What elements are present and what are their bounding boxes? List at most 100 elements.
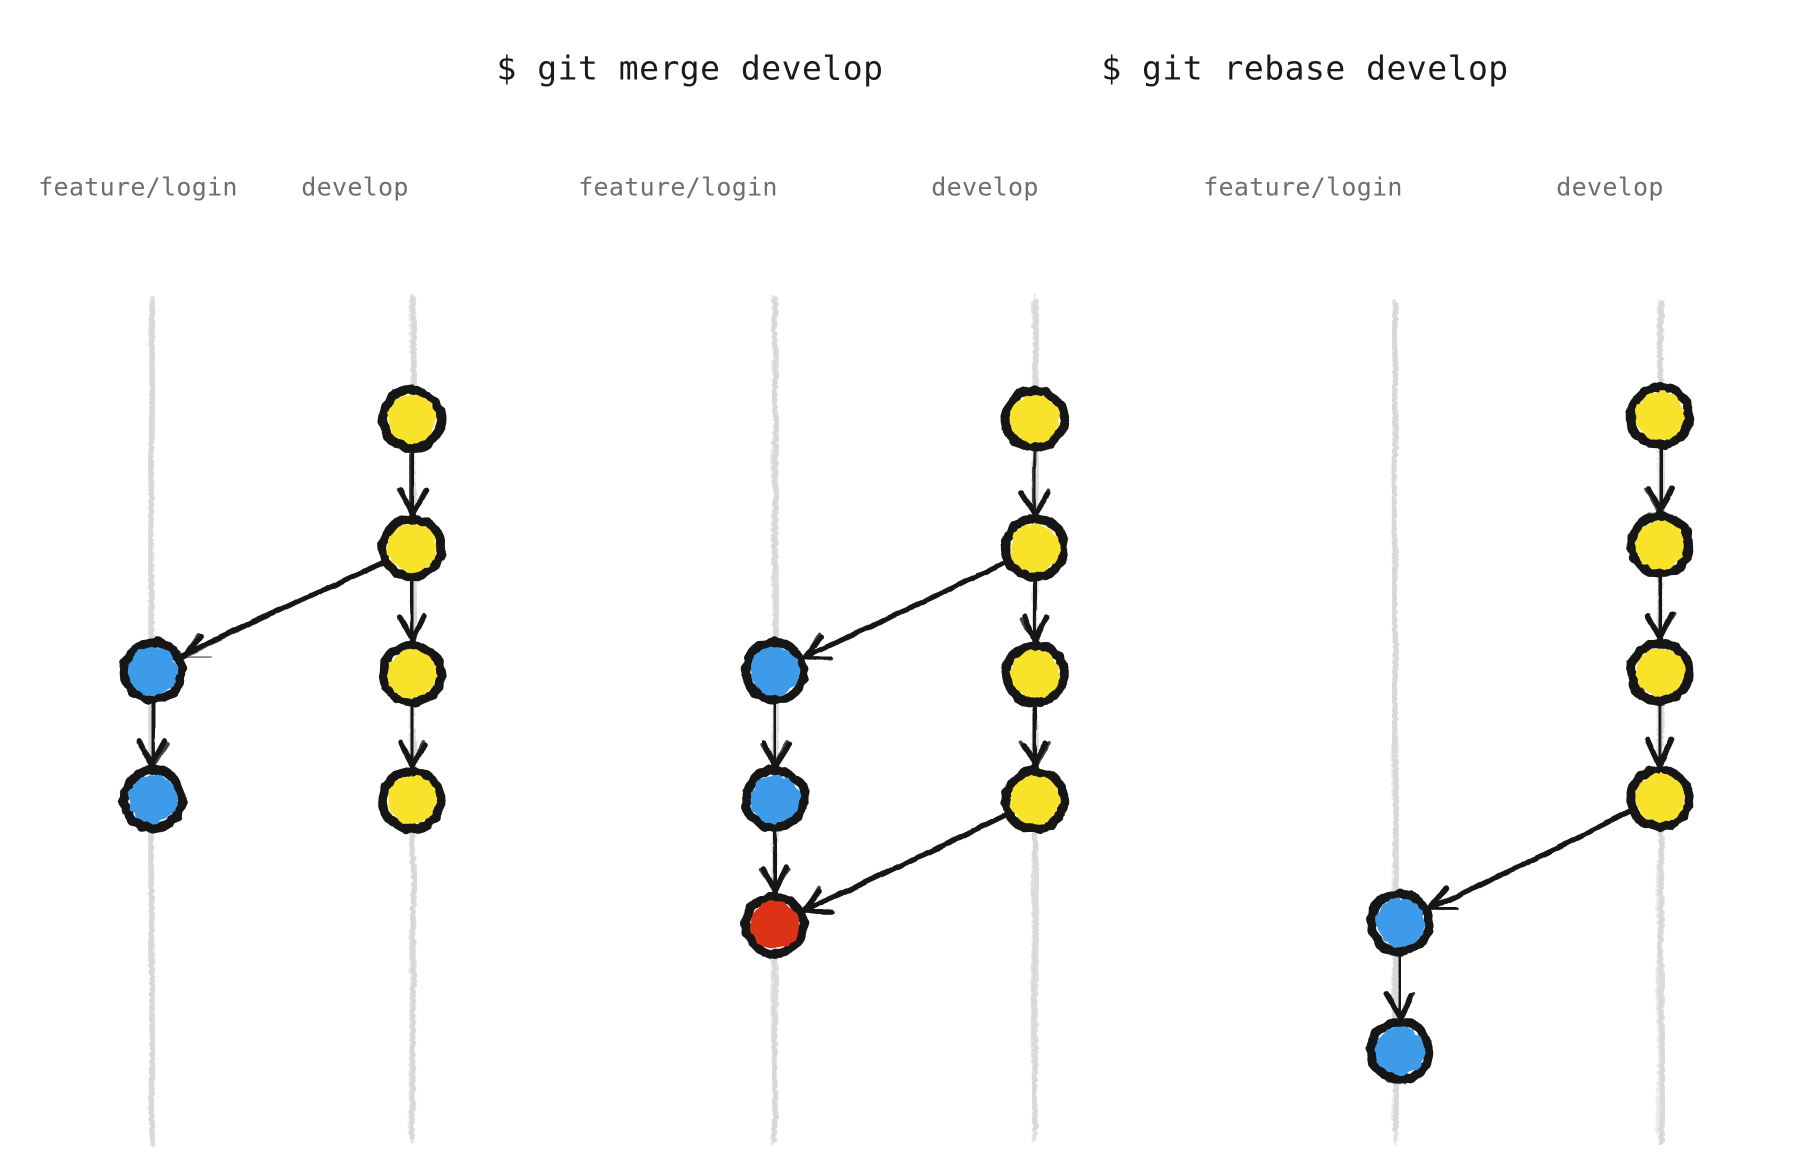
- commit-node-feature-commit-1[interactable]: [740, 636, 809, 705]
- arrow-develop-2-to-3-merge: [1019, 577, 1049, 644]
- commit-node-develop-commit-3[interactable]: [1626, 638, 1694, 706]
- arrow-head-barb-1: [182, 632, 201, 658]
- arrow-shaft: [1658, 443, 1663, 513]
- commit-outline-2: [744, 767, 808, 832]
- commit-fill: [750, 647, 801, 697]
- arrow-shaft: [802, 812, 1009, 911]
- arrow-shaft: [1427, 809, 1634, 910]
- arrow-head-barb-1: [1020, 491, 1038, 515]
- commit-node-feature-commit-1[interactable]: [119, 636, 188, 705]
- arrow-head-barb-2: [152, 742, 170, 768]
- arrow-head-barb-2: [1429, 906, 1458, 912]
- branch-label-develop-rebase: develop: [1556, 172, 1664, 202]
- commit-outline-2: [742, 893, 807, 959]
- panel-title-rebase: $ git rebase develop: [1101, 48, 1509, 88]
- arrow-head-barb-2: [803, 908, 834, 916]
- arrow-head-barb-1: [136, 741, 155, 766]
- commit-outline-2: [380, 767, 443, 832]
- commit-fill: [1010, 522, 1061, 573]
- arrow-head-barb-2: [409, 488, 427, 516]
- commit-node-develop-commit-1[interactable]: [1000, 384, 1070, 452]
- branch-label-feature-login-before: feature/login: [38, 172, 238, 202]
- commit-fill: [387, 394, 437, 445]
- commit-node-develop-commit-3[interactable]: [378, 640, 447, 707]
- arrow-shaft: [409, 702, 414, 768]
- arrow-shaft: [1397, 951, 1403, 1019]
- arrow-develop-2-to-3-rebase: [1644, 572, 1676, 642]
- commit-node-develop-commit-4[interactable]: [1000, 765, 1070, 834]
- arrow-shaft: [1658, 700, 1663, 767]
- branch-label-feature-login-merge: feature/login: [578, 172, 778, 202]
- arrow-feature-1-to-2-before: [136, 699, 170, 769]
- commit-fill: [1374, 1026, 1426, 1076]
- arrow-shaft: [409, 578, 415, 642]
- arrow-head-barb-2: [1034, 614, 1048, 643]
- arrow-head-barb-2: [772, 739, 790, 768]
- commit-outline-2: [1367, 889, 1432, 954]
- commit-outline-2: [379, 385, 444, 451]
- commit-node-feature-commit-2[interactable]: [742, 764, 809, 832]
- commit-node-develop-commit-2[interactable]: [1625, 510, 1694, 577]
- commit-fill: [1009, 648, 1061, 699]
- commit-fill: [1010, 395, 1060, 445]
- arrow-shaft: [1657, 574, 1663, 641]
- arrow-shaft: [181, 559, 387, 660]
- arrow-head-barb-1: [1646, 486, 1664, 513]
- arrow-head-barb-2: [1031, 740, 1049, 769]
- commit-fill: [1634, 519, 1684, 570]
- commit-node-feature-commit-2[interactable]: [118, 764, 188, 834]
- branch-line-feature-login: [1390, 299, 1401, 1146]
- arrow-head-barb-2: [1033, 487, 1051, 517]
- commit-node-develop-commit-1[interactable]: [1625, 382, 1694, 450]
- commit-outline-2: [1003, 642, 1068, 707]
- commit-fill: [386, 648, 438, 700]
- commit-node-develop-commit-2[interactable]: [1001, 513, 1069, 582]
- arrow-head-barb-2: [1657, 612, 1676, 641]
- commits-layer: [118, 382, 1694, 1084]
- commit-fill: [1635, 390, 1685, 440]
- arrow-head-barb-1: [1646, 740, 1663, 765]
- commit-node-develop-commit-3[interactable]: [1001, 639, 1070, 708]
- commit-outline-2: [743, 637, 807, 702]
- commit-node-merge-commit[interactable]: [740, 891, 810, 959]
- commit-outline-2: [121, 639, 187, 702]
- arrow-head-barb-1: [803, 885, 821, 912]
- arrow-head-barb-1: [398, 615, 415, 643]
- arrow-shaft: [1032, 703, 1038, 768]
- arrow-head-barb-2: [409, 613, 426, 643]
- arrow-head-barb-2: [804, 655, 832, 662]
- panel-title-merge: $ git merge develop: [496, 48, 884, 88]
- commit-fill: [1010, 774, 1061, 825]
- arrow-feature-1-to-2-rebase: [1383, 950, 1416, 1021]
- arrow-develop-1-to-2-merge: [1018, 447, 1052, 518]
- commit-outline-2: [1627, 512, 1692, 576]
- arrow-head-barb-2: [1398, 991, 1416, 1018]
- arrow-head-barb-2: [772, 867, 790, 894]
- commit-outline-2: [1367, 1019, 1432, 1084]
- arrow-head-barb-2: [773, 741, 793, 768]
- branch-label-develop-before: develop: [301, 172, 409, 202]
- commit-node-develop-commit-4[interactable]: [378, 766, 446, 834]
- arrow-rebase-onto-feature-1-rebase: [1427, 807, 1636, 912]
- arrow-develop-1-to-2-before: [396, 447, 430, 518]
- arrow-shaft: [803, 560, 1008, 660]
- arrow-develop-2-to-3-before: [396, 576, 427, 644]
- commit-fill: [386, 524, 437, 574]
- arrow-feature-2-to-merge-merge: [759, 827, 790, 894]
- commit-outline-2: [1003, 386, 1069, 452]
- arrow-branch-off-to-feature-1-merge: [802, 558, 1011, 662]
- commit-node-feature-commit-2[interactable]: [1365, 1018, 1435, 1084]
- arrow-head-barb-2: [409, 739, 426, 769]
- arrow-develop-3-to-4-rebase: [1645, 699, 1675, 768]
- commit-node-develop-commit-1[interactable]: [377, 384, 447, 453]
- arrow-head-barb-2: [1658, 741, 1673, 767]
- arrow-develop-1-to-2-rebase: [1644, 443, 1675, 514]
- commit-fill: [1635, 772, 1685, 824]
- commit-outline-2: [380, 642, 444, 706]
- commit-node-feature-commit-1[interactable]: [1366, 888, 1434, 957]
- arrow-head-barb-2: [149, 738, 168, 767]
- arrow-shaft: [150, 700, 156, 768]
- commit-node-develop-commit-4[interactable]: [1626, 765, 1694, 833]
- arrows-layer: [136, 443, 1676, 1021]
- commit-node-develop-commit-2[interactable]: [377, 514, 446, 582]
